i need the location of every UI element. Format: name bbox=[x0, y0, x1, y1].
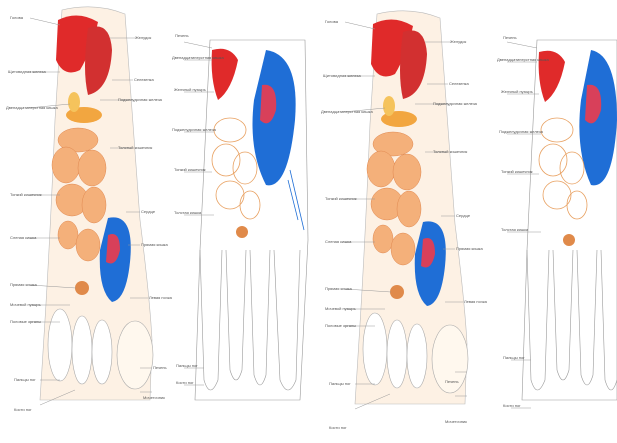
foot-illustration bbox=[170, 0, 310, 443]
label: Мочевой пузырь bbox=[325, 307, 356, 311]
label: Половые органы bbox=[325, 324, 356, 328]
label: Толстая кишка bbox=[174, 211, 201, 215]
foot-illustration bbox=[315, 0, 490, 443]
label: Селезенка bbox=[134, 78, 154, 82]
label: Двенадцатиперстная кишка bbox=[172, 56, 224, 60]
label: Желудок bbox=[135, 36, 151, 40]
label: Пальцы ног bbox=[329, 382, 351, 386]
foot-illustration bbox=[477, 0, 617, 443]
label: Кости ног bbox=[14, 408, 32, 412]
label: Щитовидная железа bbox=[323, 74, 361, 78]
label: Печень bbox=[503, 36, 517, 40]
label: Голова bbox=[10, 16, 23, 20]
label: Поджелудочная железа bbox=[433, 102, 477, 106]
label: Мочевой пузырь bbox=[10, 303, 41, 307]
label: Толстый кишечник bbox=[433, 150, 467, 154]
label: Тонкий кишечник bbox=[174, 168, 205, 172]
label: Тонкий кишечник bbox=[10, 193, 41, 197]
label: Сердце bbox=[141, 210, 155, 214]
label: Тонкий кишечник bbox=[325, 197, 356, 201]
label: Мочеточник bbox=[143, 396, 165, 400]
label: Половые органы bbox=[10, 320, 41, 324]
label: Щитовидная железа bbox=[8, 70, 46, 74]
label: Голова bbox=[325, 20, 338, 24]
label: Печень bbox=[153, 366, 167, 370]
label: Сердце bbox=[456, 214, 470, 218]
label: Желудок bbox=[450, 40, 466, 44]
label: Кости ног bbox=[176, 381, 194, 385]
label: Двенадцатиперстная кишка bbox=[6, 106, 58, 110]
label: Пальцы ног bbox=[176, 364, 198, 368]
label: Слепая кишка bbox=[325, 240, 351, 244]
label: Желчный пузырь bbox=[174, 88, 206, 92]
label: Кости ног bbox=[329, 426, 347, 430]
label: Прямая кишка bbox=[10, 283, 37, 287]
label: Двенадцатиперстная кишка bbox=[497, 58, 549, 62]
label: Прямая кишка bbox=[141, 243, 168, 247]
foot-diagram-left-copy: Голова Щитовидная железа Двенадцатиперст… bbox=[315, 0, 490, 443]
label: Желчный пузырь bbox=[501, 90, 533, 94]
label: Поджелудочная железа bbox=[118, 98, 162, 102]
label: Толстая кишка bbox=[501, 228, 528, 232]
label: Мочеточник bbox=[445, 420, 467, 424]
label: Толстый кишечник bbox=[118, 146, 152, 150]
label: Печень bbox=[445, 380, 459, 384]
label: Тонкий кишечник bbox=[501, 170, 532, 174]
foot-diagram-left: Голова Щитовидная железа Двенадцатиперст… bbox=[0, 0, 175, 443]
foot-diagram-right-copy: Печень Двенадцатиперстная кишка Желчный … bbox=[477, 0, 617, 443]
label: Поджелудочная железа bbox=[172, 128, 216, 132]
label: Левая почка bbox=[149, 296, 172, 300]
foot-diagram-right: Печень Двенадцатиперстная кишка Желчный … bbox=[170, 0, 310, 443]
label: Печень bbox=[175, 34, 189, 38]
label: Селезенка bbox=[449, 82, 469, 86]
label: Двенадцатиперстная кишка bbox=[321, 110, 373, 114]
label: Пальцы ног bbox=[503, 356, 525, 360]
label: Прямая кишка bbox=[325, 287, 352, 291]
label: Кости ног bbox=[503, 404, 521, 408]
label: Пальцы ног bbox=[14, 378, 36, 382]
label: Слепая кишка bbox=[10, 236, 36, 240]
label: Поджелудочная железа bbox=[499, 130, 543, 134]
